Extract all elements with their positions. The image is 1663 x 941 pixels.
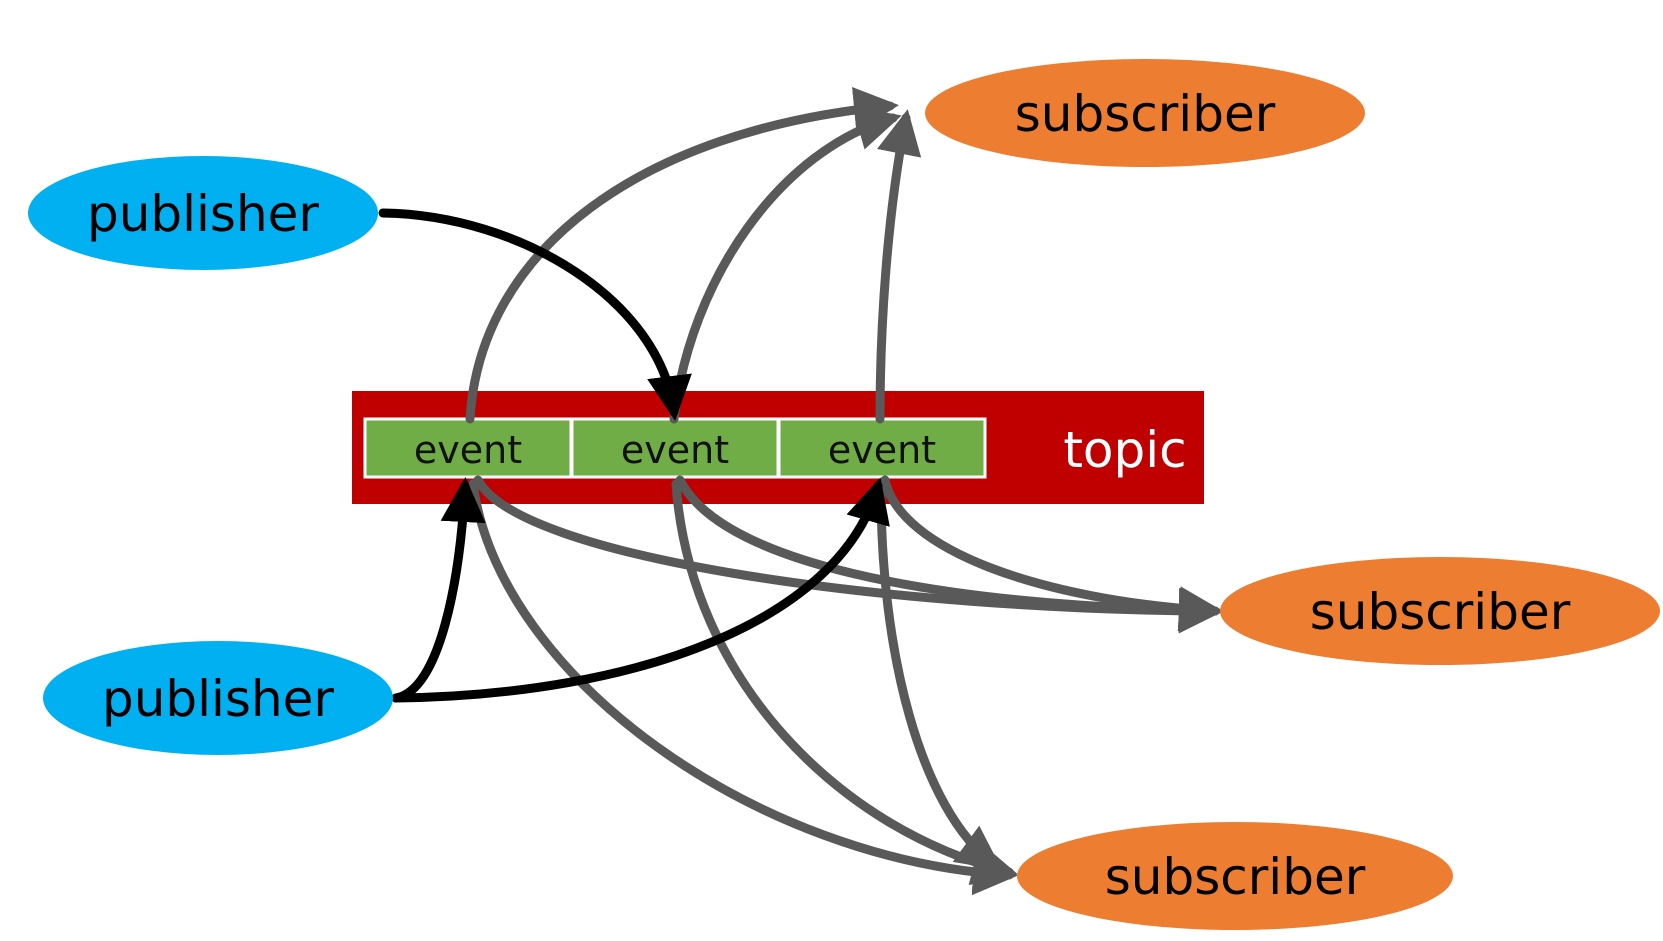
subscriber-node: [1017, 822, 1453, 930]
subscriber-node: [1220, 557, 1660, 665]
event-label: event: [621, 428, 729, 472]
subscriber-label: subscriber: [1015, 85, 1276, 143]
publisher-2: publisher: [43, 641, 393, 755]
subscriber-label: subscriber: [1310, 583, 1571, 641]
arrow-event1-to-subscriber1: [465, 87, 899, 424]
topic-label: topic: [1063, 421, 1186, 479]
publisher-node: [43, 641, 393, 755]
publisher-node: [28, 156, 378, 270]
event-3: event: [777, 417, 987, 479]
event-queue: event event event: [363, 417, 987, 479]
event-2: event: [570, 417, 780, 479]
publisher-1: publisher: [28, 156, 378, 270]
arrow-event1-to-subscriber3: [468, 479, 1018, 896]
delivery-arrows: [465, 87, 1224, 896]
subscriber-2: subscriber: [1220, 557, 1660, 665]
subscriber-3: subscriber: [1017, 822, 1453, 930]
arrow-publisher2-to-event1: [391, 477, 486, 703]
arrow-event3-to-subscriber3: [876, 479, 1003, 871]
arrow-event2-to-subscriber1: [669, 106, 902, 424]
arrow-publisher2-to-event3: [391, 477, 890, 703]
event-label: event: [414, 428, 522, 472]
arrow-event3-to-subscriber2: [880, 475, 1224, 632]
publisher-label: publisher: [102, 670, 334, 728]
subscriber-node: [925, 59, 1365, 167]
event-label: event: [828, 428, 936, 472]
event-1: event: [363, 417, 573, 479]
arrow-event3-to-subscriber1: [875, 109, 922, 424]
event-box: [777, 417, 987, 479]
arrow-event2-to-subscriber2: [675, 475, 1224, 633]
subscriber-label: subscriber: [1105, 848, 1366, 906]
subscriber-1: subscriber: [925, 59, 1365, 167]
arrow-event2-to-subscriber3: [671, 479, 1018, 886]
publish-arrows: [378, 208, 890, 703]
arrow-publisher1-to-event2: [378, 208, 692, 421]
publisher-label: publisher: [87, 185, 319, 243]
